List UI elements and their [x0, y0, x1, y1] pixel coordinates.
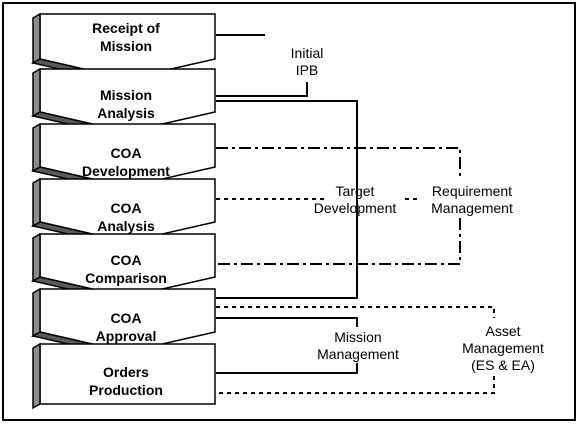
step-line1: Orders	[103, 364, 149, 380]
label-initial-ipb: Initial IPB	[272, 45, 342, 79]
step-coa-development: COA Development	[36, 144, 216, 180]
step-line1: COA	[110, 252, 142, 268]
step-line1: COA	[110, 310, 142, 326]
step-mission-analysis: Mission Analysis	[36, 86, 216, 122]
label-line1: Requirement	[431, 183, 513, 199]
label-line1: Initial	[290, 45, 324, 61]
label-line2: IPB	[295, 62, 319, 78]
label-line1: Mission	[334, 329, 382, 345]
label-line2: Development	[313, 200, 397, 216]
label-line3: (ES & EA)	[471, 357, 535, 373]
label-line2: Management	[317, 346, 399, 362]
step-orders-production: Orders Production	[36, 363, 216, 399]
label-asset-management: Asset Management (ES & EA)	[448, 323, 558, 374]
connector-asset-management	[216, 306, 495, 394]
connector-mission-management	[216, 317, 358, 327]
label-line2: Management	[462, 340, 544, 356]
step-coa-analysis: COA Analysis	[36, 199, 216, 235]
step-coa-comparison: COA Comparison	[36, 251, 216, 287]
label-line1: Target	[335, 183, 375, 199]
step-line1: Receipt of	[92, 20, 160, 36]
connector-mission-management-lower	[216, 363, 358, 374]
step-line2: Approval	[95, 328, 157, 344]
label-mission-management: Mission Management	[300, 329, 416, 363]
step-line2: Analysis	[97, 218, 155, 234]
chevron-shadow	[32, 342, 41, 410]
connector-requirement-management	[216, 147, 461, 265]
label-target-development: Target Development	[300, 183, 410, 217]
step-line2: Production	[89, 382, 163, 398]
step-line1: COA	[110, 200, 142, 216]
connector-initial-ipb	[216, 34, 308, 97]
step-line1: Mission	[99, 87, 153, 103]
step-coa-approval: COA Approval	[36, 309, 216, 345]
step-line2: Comparison	[85, 270, 167, 286]
step-line2: Analysis	[97, 105, 155, 121]
label-requirement-management: Requirement Management	[412, 183, 532, 217]
label-line2: Management	[431, 200, 513, 216]
label-line1: Asset	[485, 323, 521, 339]
step-line2: Development	[82, 163, 170, 179]
step-line2: Mission	[99, 38, 153, 54]
step-receipt-of-mission: Receipt of Mission	[36, 19, 216, 55]
process-chevrons	[30, 12, 216, 410]
step-line1: COA	[110, 145, 142, 161]
connector-target-development	[216, 100, 358, 299]
